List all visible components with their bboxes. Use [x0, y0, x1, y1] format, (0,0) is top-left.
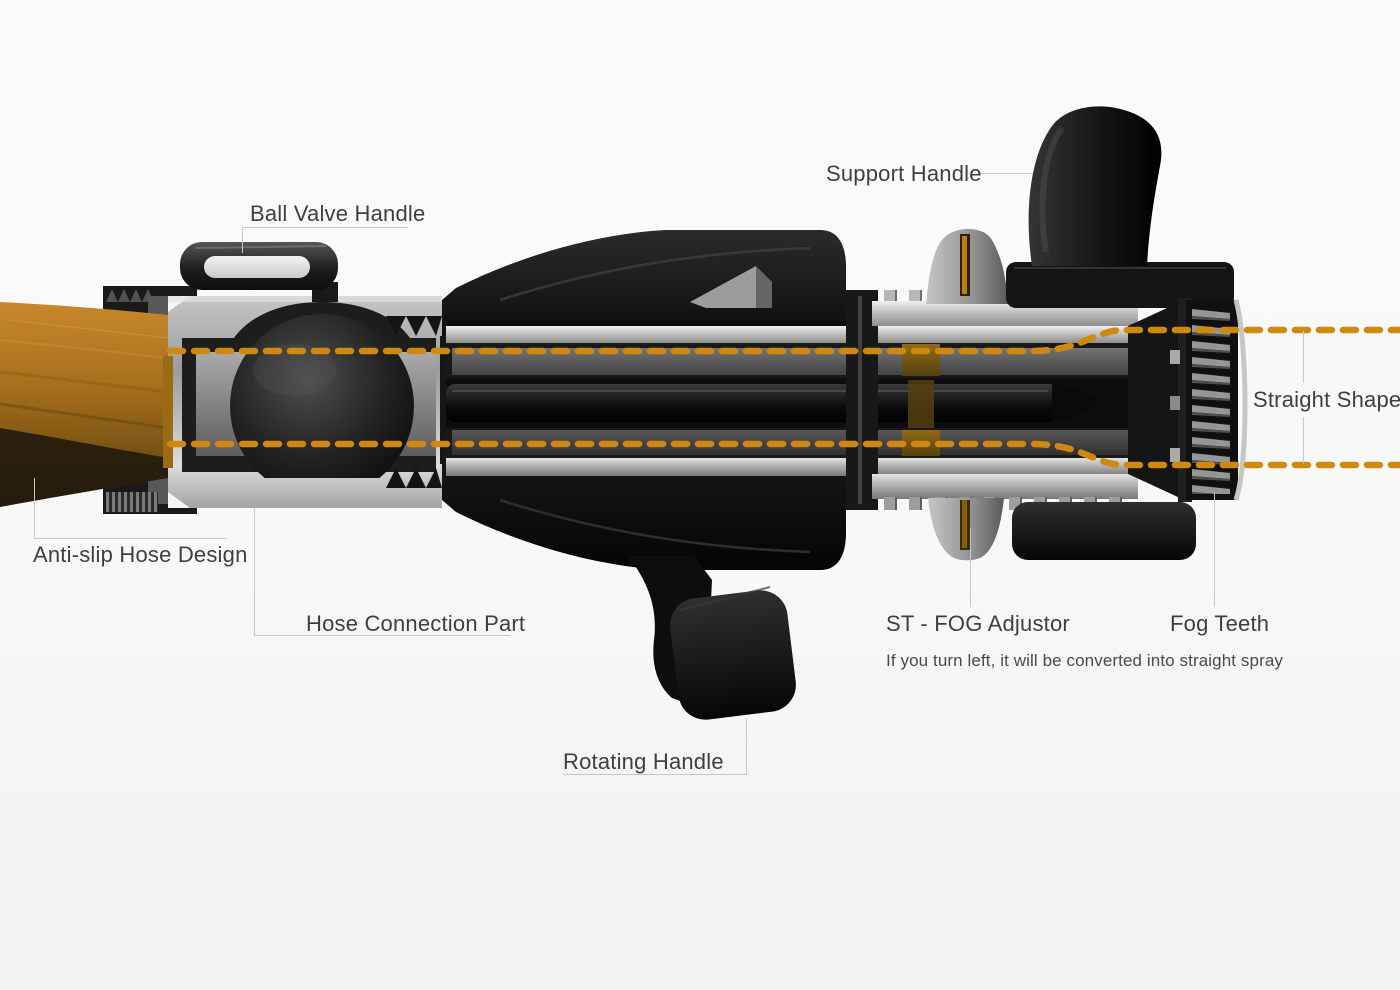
barrel: [446, 320, 1130, 476]
st-fog-adjustor-leader: [970, 528, 971, 607]
support-handle-label: Support Handle: [826, 161, 982, 186]
spray-path-bottom: [166, 440, 1400, 469]
ball-valve-handle-part: [180, 242, 338, 302]
rotating-handle-leader: [563, 774, 747, 775]
ball-valve-body: [163, 296, 442, 508]
rotating-handle-leader: [746, 718, 747, 774]
spray-path-top: [166, 326, 1400, 355]
st-fog-adjustor-label: ST - FOG Adjustor: [886, 611, 1070, 636]
hose-connection-part-label: Hose Connection Part: [306, 611, 526, 636]
rotating-handle-part: [628, 556, 796, 720]
fog-teeth-leader: [1214, 492, 1215, 607]
anti-slip-leader: [34, 538, 227, 539]
ball-valve-handle-label: Ball Valve Handle: [250, 201, 426, 226]
adjustor-housing: [846, 290, 1138, 510]
ball-valve-handle-leader: [242, 227, 408, 228]
rotating-handle-label: Rotating Handle: [563, 749, 724, 774]
support-handle-leader: [978, 173, 1033, 174]
ball-valve-handle-leader: [242, 227, 243, 253]
hose-connection-leader: [254, 507, 255, 635]
hose-connection-leader: [254, 635, 510, 636]
straight-shape-leader: [1303, 417, 1304, 464]
ball-valve-ball: [230, 314, 414, 478]
hose: [0, 302, 169, 507]
st-fog-note: If you turn left, it will be converted i…: [886, 651, 1283, 670]
anti-slip-hose-design-label: Anti-slip Hose Design: [33, 542, 248, 567]
support-handle-part: [1028, 106, 1162, 266]
straight-shape-leader: [1303, 331, 1304, 383]
st-fog-adjustor-top: [926, 229, 1008, 304]
nozzle-body: [440, 230, 846, 570]
anti-slip-leader: [34, 478, 35, 538]
support-handle-base: [1006, 262, 1234, 308]
bottom-guard: [1012, 502, 1196, 560]
fog-teeth-label: Fog Teeth: [1170, 611, 1270, 636]
st-fog-adjustor-bottom: [928, 498, 1004, 561]
straight-shape-label: Straight Shape: [1253, 387, 1400, 412]
